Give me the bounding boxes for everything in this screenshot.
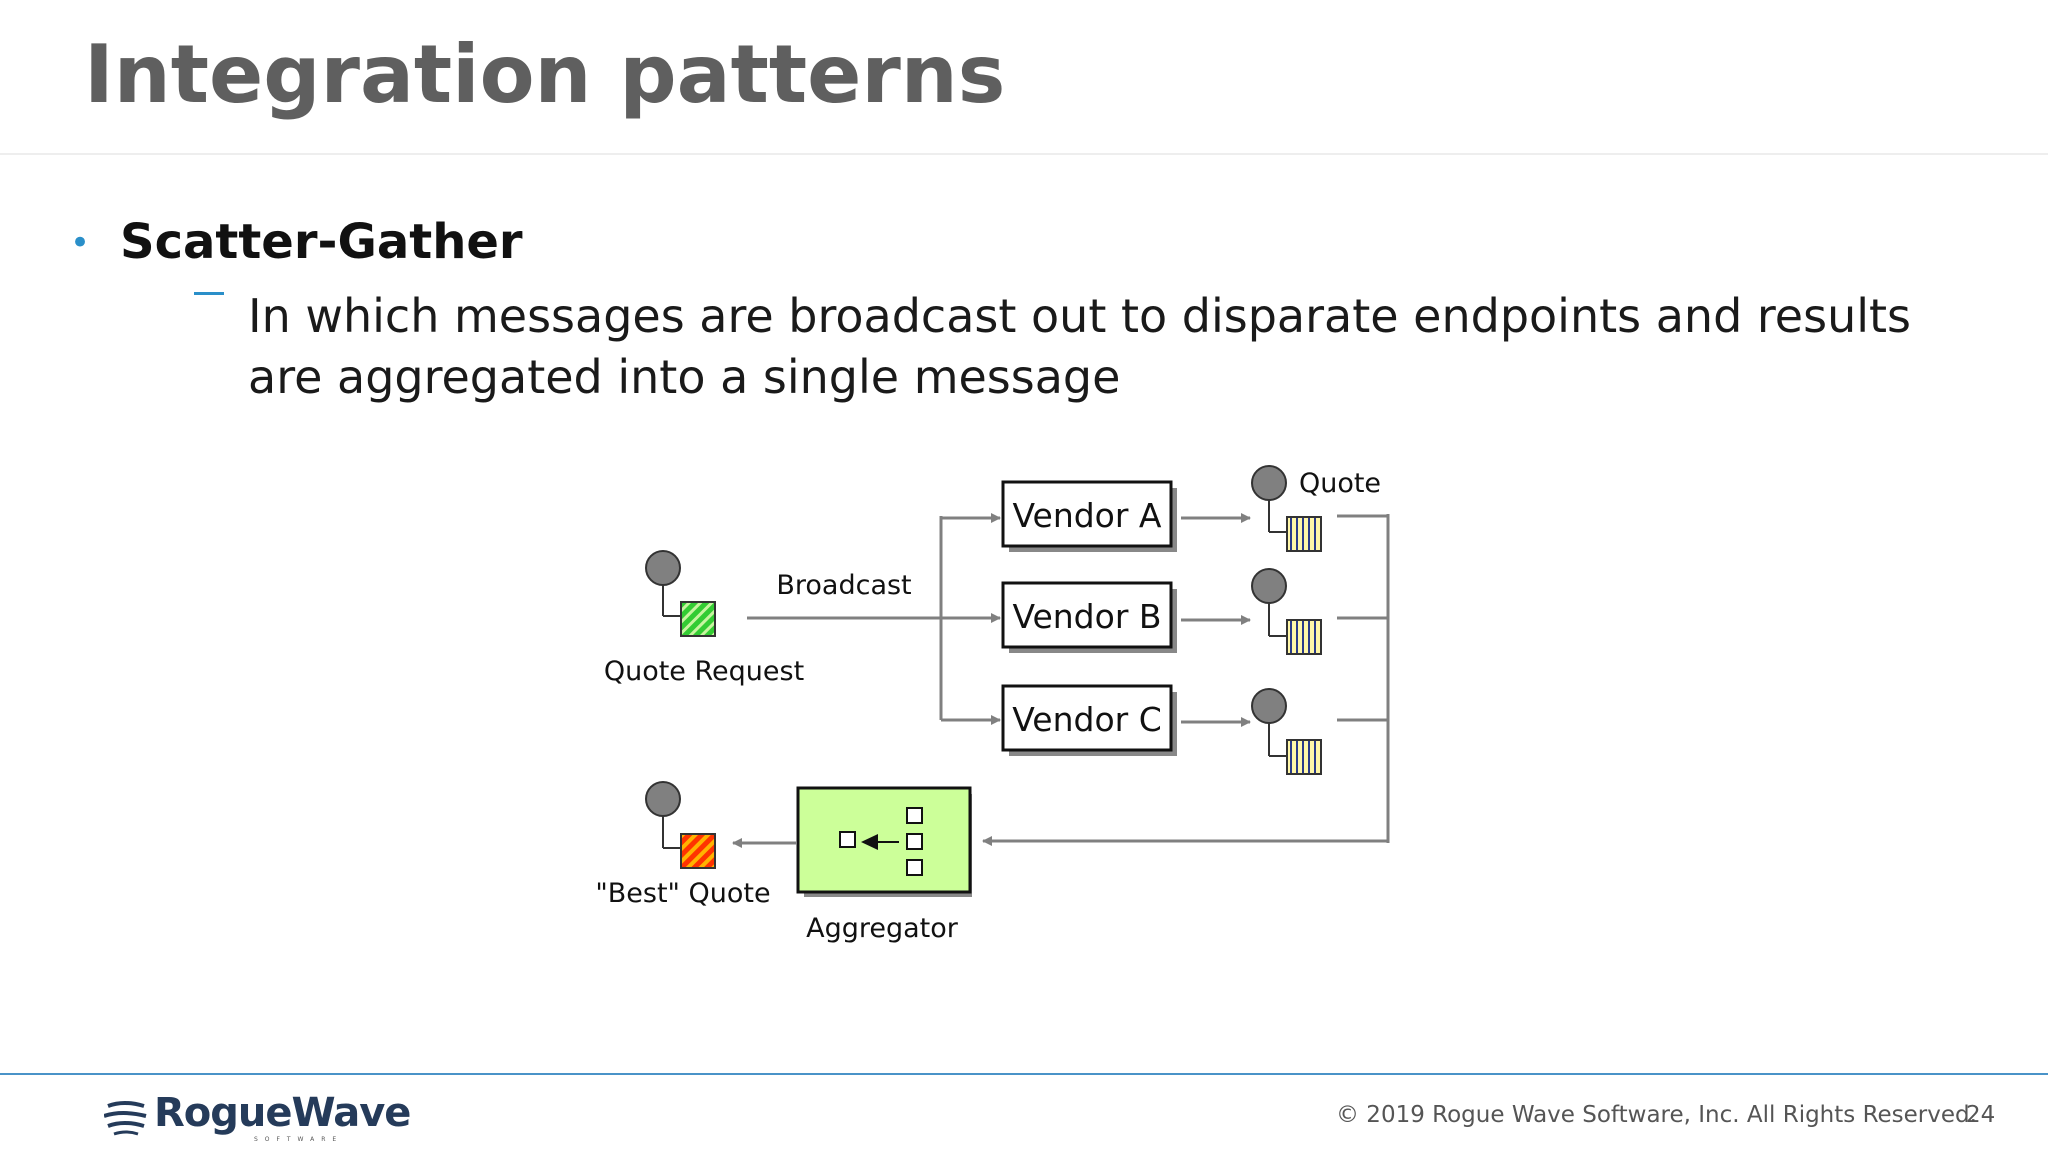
vendor-b-box: Vendor B [1001, 581, 1177, 653]
quote-channel-icon-a [1251, 465, 1322, 552]
sub-bullet-dash [194, 292, 224, 295]
sub-bullet-text: In which messages are broadcast out to d… [248, 289, 1912, 404]
broadcast-label: Broadcast [776, 570, 911, 601]
roguewave-logo: RogueWave SOFTWARE [104, 1090, 411, 1146]
logo-wordmark: RogueWave [154, 1090, 411, 1136]
vendor-a-label: Vendor A [1013, 496, 1162, 535]
vendor-b-label: Vendor B [1012, 597, 1161, 636]
bullet-dot-icon: • [70, 223, 91, 263]
logo-subtext: SOFTWARE [254, 1136, 344, 1143]
quote-label: Quote [1299, 468, 1381, 499]
quote-channel-icon-b [1251, 568, 1322, 655]
aggregator-box [796, 786, 972, 897]
page-number: 24 [1966, 1102, 1996, 1128]
aggregator-label: Aggregator [806, 913, 959, 944]
title-divider [0, 153, 2048, 155]
quote-channel-icon-c [1251, 688, 1322, 775]
quote-request-label: Quote Request [604, 656, 804, 687]
bullet-heading: Scatter-Gather [120, 214, 523, 270]
footer-divider [0, 1073, 2048, 1075]
vendor-a-box: Vendor A [1001, 480, 1177, 552]
best-quote-label: "Best" Quote [595, 878, 770, 909]
vendor-c-box: Vendor C [1001, 684, 1177, 756]
wave-lines-icon [104, 1101, 147, 1136]
copyright-text: © 2019 Rogue Wave Software, Inc. All Rig… [1336, 1102, 1977, 1128]
slide-title: Integration patterns [84, 28, 1006, 121]
vendor-c-label: Vendor C [1012, 700, 1161, 739]
quote-request-channel-icon [645, 550, 716, 637]
best-quote-channel-icon [645, 781, 716, 869]
